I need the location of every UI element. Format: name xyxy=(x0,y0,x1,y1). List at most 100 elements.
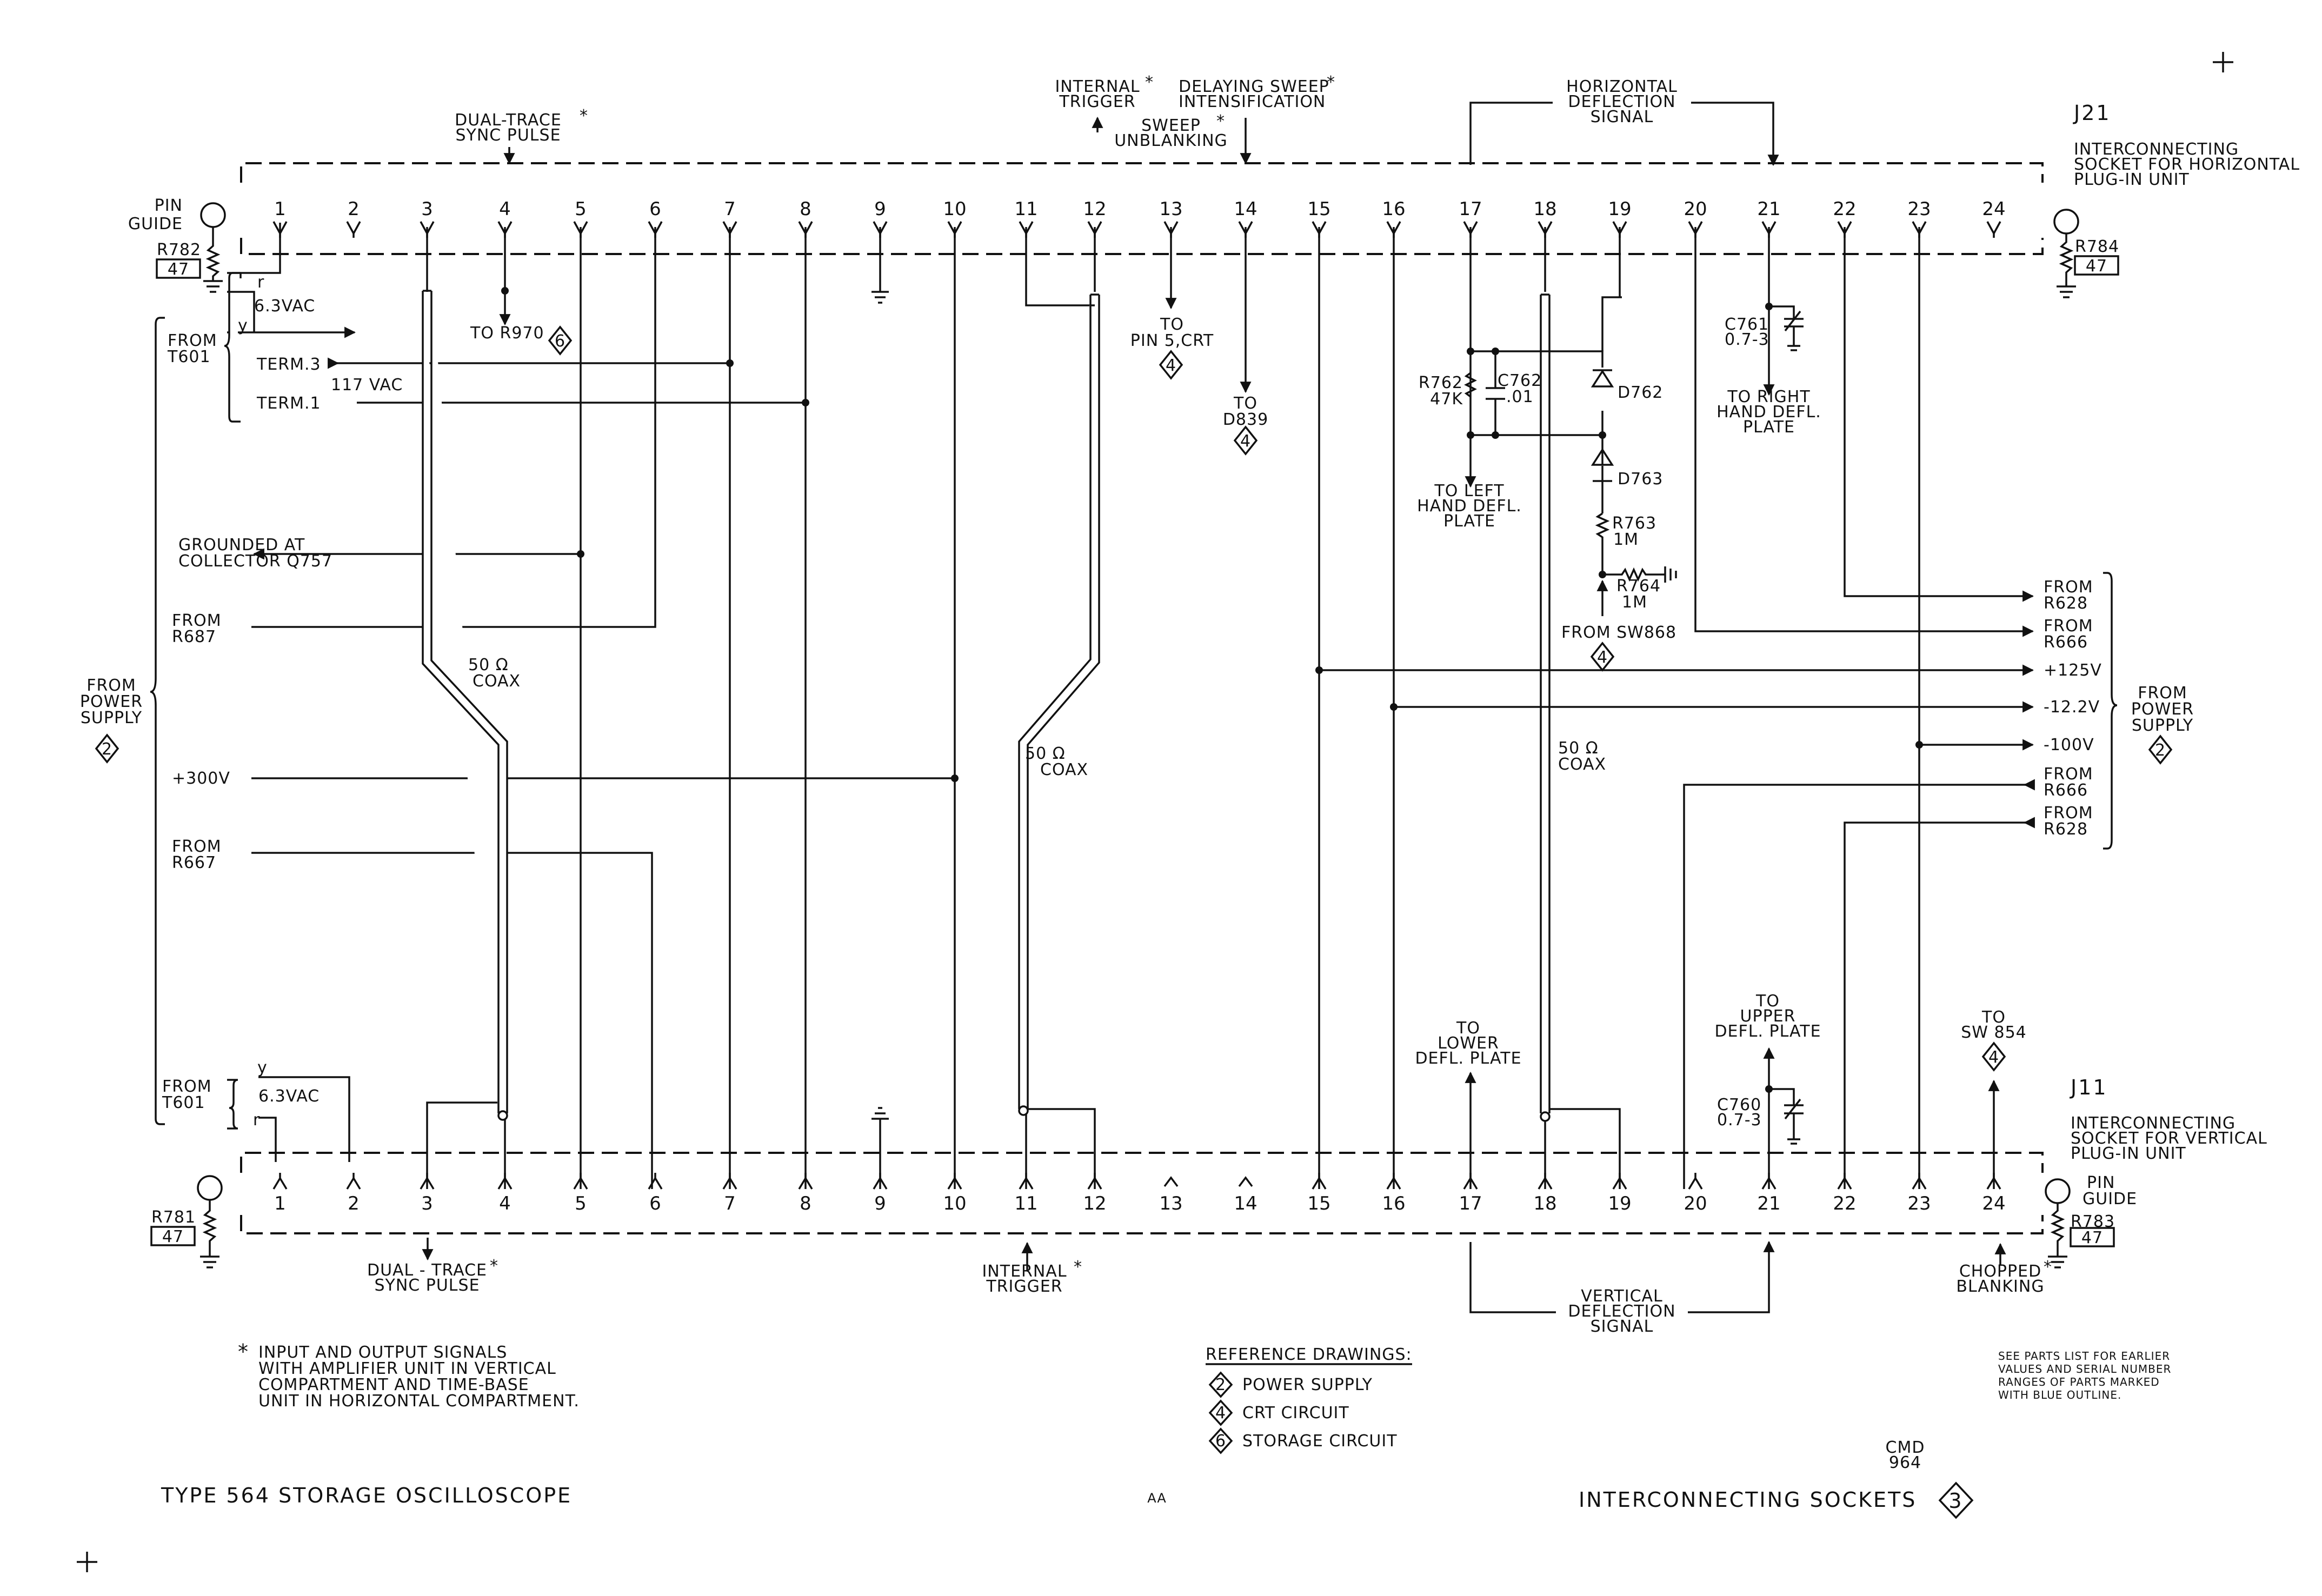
j21-pin-number: 11 xyxy=(1014,198,1037,220)
r784-value: 47 xyxy=(2086,257,2107,276)
asterisk: * xyxy=(2044,1258,2052,1277)
r783-value: 47 xyxy=(2081,1228,2103,1247)
reference-number: 2 xyxy=(1215,1375,1226,1394)
reference-heading: REFERENCE DRAWINGS: xyxy=(1206,1345,1412,1364)
crt-ref: 4 xyxy=(1166,356,1176,375)
page-title: TYPE 564 STORAGE OSCILLOSCOPE xyxy=(161,1484,572,1507)
j21-pin-number: 17 xyxy=(1459,198,1482,220)
j21-pin-number: 24 xyxy=(1982,198,2005,220)
term3-label: TERM.3 xyxy=(256,355,321,374)
r782-value: 47 xyxy=(168,260,189,279)
j11-pin-number: 23 xyxy=(1907,1193,1931,1214)
asterisk: * xyxy=(490,1257,498,1276)
y-mark: y xyxy=(257,1058,268,1077)
j11-pin-number: 15 xyxy=(1307,1193,1330,1214)
j21-pin-number: 18 xyxy=(1533,198,1556,220)
j11-pin-number: 21 xyxy=(1757,1193,1780,1214)
crt-ref: 4 xyxy=(1597,648,1608,667)
ps-ref-right: 2 xyxy=(2155,741,2166,760)
j21-pin-number: 15 xyxy=(1307,198,1330,220)
pin-guide-circle xyxy=(200,202,226,228)
j11-pin-number: 22 xyxy=(1833,1193,1856,1214)
j11-pin-number: 8 xyxy=(800,1193,811,1214)
asterisk: * xyxy=(1145,73,1154,92)
r-mark: r xyxy=(253,1111,260,1130)
plus125-label: +125V xyxy=(2044,661,2102,680)
r784-label: R784 xyxy=(2075,237,2119,256)
j11-pin-number: 4 xyxy=(499,1193,511,1214)
j11-pin-number: 1 xyxy=(274,1193,286,1214)
j21-pin-number: 19 xyxy=(1608,198,1631,220)
from-sw868: FROM SW868 xyxy=(1561,623,1676,642)
aa-mark: AA xyxy=(1147,1491,1167,1506)
j21-pin-number: 9 xyxy=(874,198,886,220)
y-mark: y xyxy=(238,316,248,335)
reference-number: 4 xyxy=(1215,1404,1226,1423)
j21-pin-number: 4 xyxy=(499,198,511,220)
minus12.2-label: -12.2V xyxy=(2044,698,2100,717)
d762-label: D762 xyxy=(1618,383,1663,402)
j21-pin-number: 13 xyxy=(1159,198,1182,220)
reference-label: CRT CIRCUIT xyxy=(1242,1404,1349,1423)
term1-label: TERM.1 xyxy=(256,394,321,413)
wiring xyxy=(150,223,2118,1189)
j11-pin-number: 3 xyxy=(421,1193,433,1214)
reference-diamond xyxy=(1208,1371,1233,1398)
j11-pin-number: 12 xyxy=(1083,1193,1106,1214)
j11-pin-number: 6 xyxy=(649,1193,661,1214)
j11-pin-number: 18 xyxy=(1533,1193,1556,1214)
j21-pin xyxy=(1986,221,2001,238)
j21-pin-number: 8 xyxy=(800,198,811,220)
j11-pin-number: 9 xyxy=(874,1193,886,1214)
vac-6.3-bottom: 6.3VAC xyxy=(258,1087,320,1106)
j21-pin-number: 1 xyxy=(274,198,286,220)
crt-ref: 4 xyxy=(1988,1048,1999,1067)
j11-pin-number: 5 xyxy=(575,1193,587,1214)
j11-pin xyxy=(648,1173,663,1190)
reference-label: POWER SUPPLY xyxy=(1242,1375,1373,1394)
j11-pin-number: 2 xyxy=(348,1193,360,1214)
j11-pin-number: 14 xyxy=(1234,1193,1257,1214)
j11-designator: J11 xyxy=(2070,1076,2108,1099)
asterisk: * xyxy=(1216,112,1225,131)
pin-guide-circle xyxy=(2045,1178,2071,1204)
j11-pin-number: 7 xyxy=(724,1193,736,1214)
asterisk: * xyxy=(580,106,588,125)
j21-pin-number: 12 xyxy=(1083,198,1106,220)
j11-pin-number: 24 xyxy=(1982,1193,2005,1214)
reference-label: STORAGE CIRCUIT xyxy=(1242,1432,1398,1451)
pin-guide-circle xyxy=(2053,209,2079,235)
j21-pin-number: 22 xyxy=(1833,198,1856,220)
j21-pin-number: 16 xyxy=(1382,198,1405,220)
j11-pin-number: 20 xyxy=(1684,1193,1707,1214)
pin-guide-circle xyxy=(197,1175,223,1201)
to-r970: TO R970 xyxy=(470,324,544,343)
